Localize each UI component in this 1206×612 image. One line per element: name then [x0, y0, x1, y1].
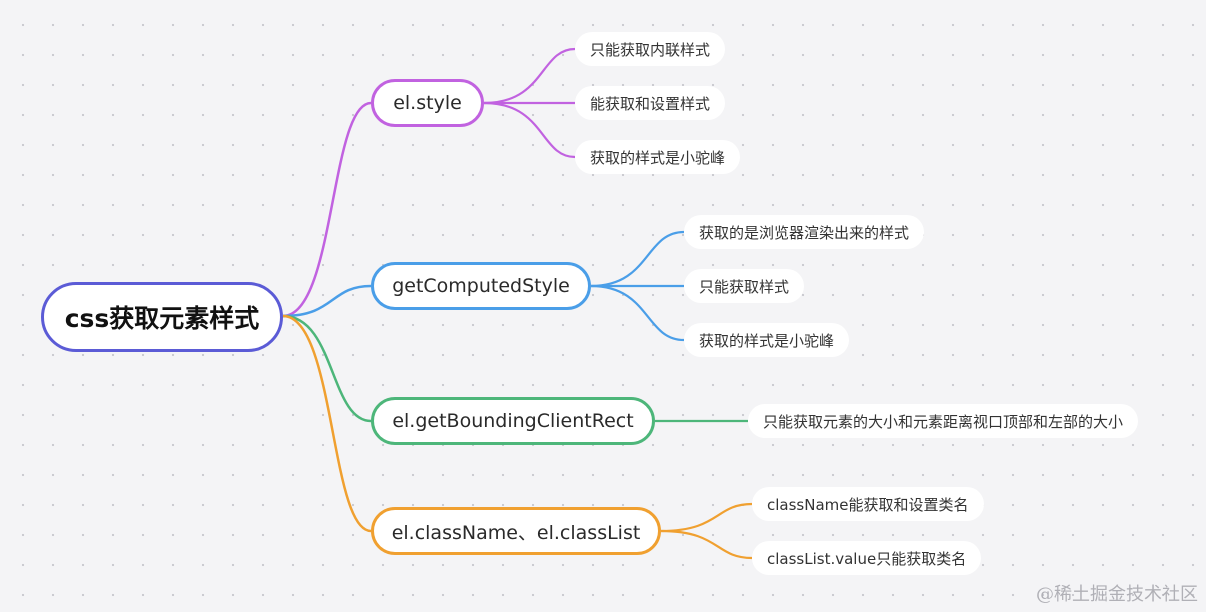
link-classname-leaf-1: [660, 502, 753, 533]
link-el-style-leaf-3: [483, 101, 576, 159]
leaf-el-style-2[interactable]: 能获取和设置样式: [575, 86, 726, 120]
leaf-classname-1[interactable]: className能获取和设置类名: [752, 487, 984, 521]
leaf-getcomputedstyle-1[interactable]: 获取的是浏览器渲染出来的样式: [684, 215, 925, 249]
link-root-getboundingclientrect: [282, 314, 372, 423]
leaf-getcomputedstyle-3[interactable]: 获取的样式是小驼峰: [684, 323, 850, 357]
branch-getcomputedstyle[interactable]: getComputedStyle: [371, 262, 591, 310]
leaf-getboundingclientrect-1[interactable]: 只能获取元素的大小和元素距离视口顶部和左部的大小: [748, 404, 1139, 438]
link-getcomputedstyle-leaf-3: [590, 284, 685, 342]
leaf-classname-2[interactable]: classList.value只能获取类名: [752, 541, 982, 575]
branch-classname-classlist[interactable]: el.className、el.classList: [371, 507, 661, 555]
link-getcomputedstyle-leaf-1: [590, 230, 685, 288]
leaf-getcomputedstyle-2[interactable]: 只能获取样式: [684, 269, 805, 303]
link-el-style-leaf-1: [483, 47, 576, 105]
link-root-el-style: [282, 101, 372, 318]
leaf-el-style-1[interactable]: 只能获取内联样式: [575, 32, 726, 66]
branch-el-style[interactable]: el.style: [371, 79, 484, 127]
branch-getboundingclientrect[interactable]: el.getBoundingClientRect: [371, 397, 655, 445]
watermark: @稀土掘金技术社区: [1036, 584, 1198, 605]
link-root-getcomputedstyle: [282, 284, 372, 318]
root-node[interactable]: css获取元素样式: [41, 282, 283, 352]
link-classname-leaf-2: [660, 529, 753, 560]
leaf-el-style-3[interactable]: 获取的样式是小驼峰: [575, 140, 741, 174]
link-root-classname: [282, 314, 372, 533]
